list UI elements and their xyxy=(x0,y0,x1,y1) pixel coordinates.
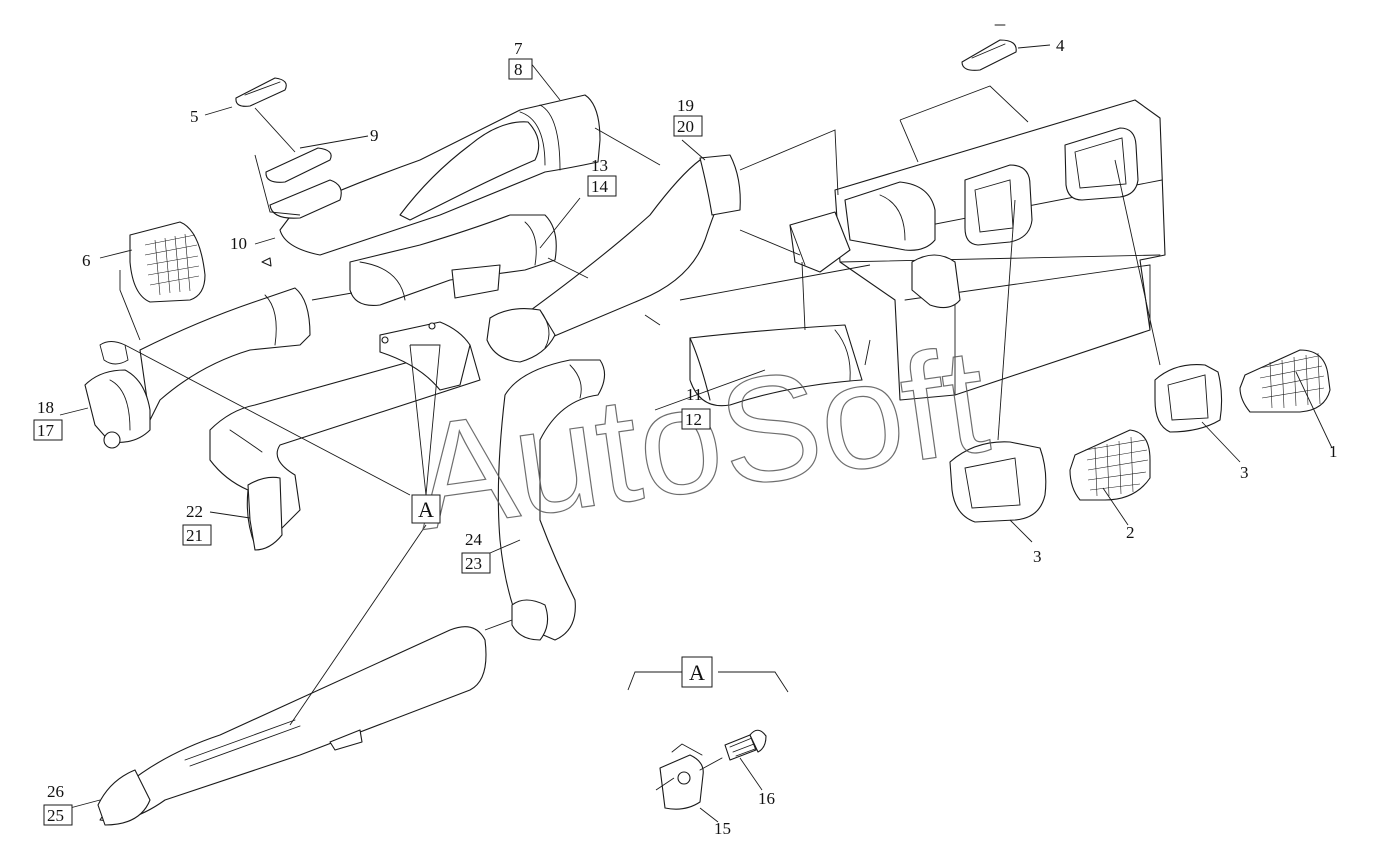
callout-17-box xyxy=(33,419,63,441)
view-marker-a-detail: A xyxy=(681,656,713,688)
callout-1: 1 xyxy=(1329,442,1338,461)
part-17-18-left-duct xyxy=(84,287,311,449)
callout-17: 17 xyxy=(37,421,55,440)
callout-25-box xyxy=(43,804,73,826)
callout-22: 22 xyxy=(186,502,203,521)
callout-14-box xyxy=(587,175,617,197)
callout-19: 19 xyxy=(677,96,694,115)
callout-10: 10 xyxy=(230,234,247,253)
part-10-clip xyxy=(261,257,272,267)
callout-12: 12 xyxy=(685,410,702,429)
part-21-22-lower-duct xyxy=(209,321,481,551)
callout-7: 7 xyxy=(514,39,523,58)
callout-15: 15 xyxy=(714,819,731,838)
part-7-8-upper-duct xyxy=(279,94,601,256)
callout-21: 21 xyxy=(186,526,203,545)
leader-lines xyxy=(59,61,1333,823)
view-marker-a-detail-label: A xyxy=(689,660,705,685)
callout-13: 13 xyxy=(591,156,608,175)
part-13-14-duct xyxy=(349,214,557,306)
callout-18: 18 xyxy=(37,398,54,417)
callout-3-right: 3 xyxy=(1240,463,1249,482)
view-marker-a-main: A xyxy=(411,494,441,524)
callout-20-box xyxy=(673,115,703,137)
callout-11: 11 xyxy=(686,385,702,404)
part-9-vent xyxy=(265,147,342,219)
part-4-vent-cover xyxy=(899,24,1051,163)
callout-2: 2 xyxy=(1126,523,1135,542)
callout-4: 4 xyxy=(1056,36,1065,55)
part-5-vent xyxy=(235,77,287,107)
callout-23: 23 xyxy=(465,554,482,573)
part-2-grille xyxy=(1069,429,1151,501)
callout-5: 5 xyxy=(190,107,199,126)
part-25-26-bottom-duct xyxy=(97,626,487,826)
detail-view-a xyxy=(627,671,789,810)
callout-24: 24 xyxy=(465,530,483,549)
callout-16: 16 xyxy=(758,789,775,808)
part-3-bezel-left xyxy=(949,441,1047,523)
callout-6: 6 xyxy=(82,251,91,270)
part-11-12-center-duct xyxy=(689,324,863,407)
part-19-20-s-duct xyxy=(486,154,741,363)
callout-14: 14 xyxy=(591,177,609,196)
callout-20: 20 xyxy=(677,117,694,136)
part-1-grille xyxy=(1239,349,1331,413)
callout-23-box xyxy=(461,552,491,574)
callout-21-box xyxy=(182,524,212,546)
part-6-grille xyxy=(129,221,206,303)
part-23-24-vertical-duct xyxy=(497,359,606,641)
callout-9: 9 xyxy=(370,126,379,145)
callout-labels: 1 2 3 3 4 5 6 7 8 9 10 11 12 13 14 15 16… xyxy=(33,36,1338,838)
callout-3-left: 3 xyxy=(1033,547,1042,566)
part-3-bezel-right xyxy=(1154,364,1223,433)
callout-8-box xyxy=(508,58,533,80)
callout-8: 8 xyxy=(514,60,523,79)
callout-26: 26 xyxy=(47,782,64,801)
view-marker-a-main-label: A xyxy=(418,497,434,522)
callout-12-box xyxy=(681,408,711,430)
callout-25: 25 xyxy=(47,806,64,825)
